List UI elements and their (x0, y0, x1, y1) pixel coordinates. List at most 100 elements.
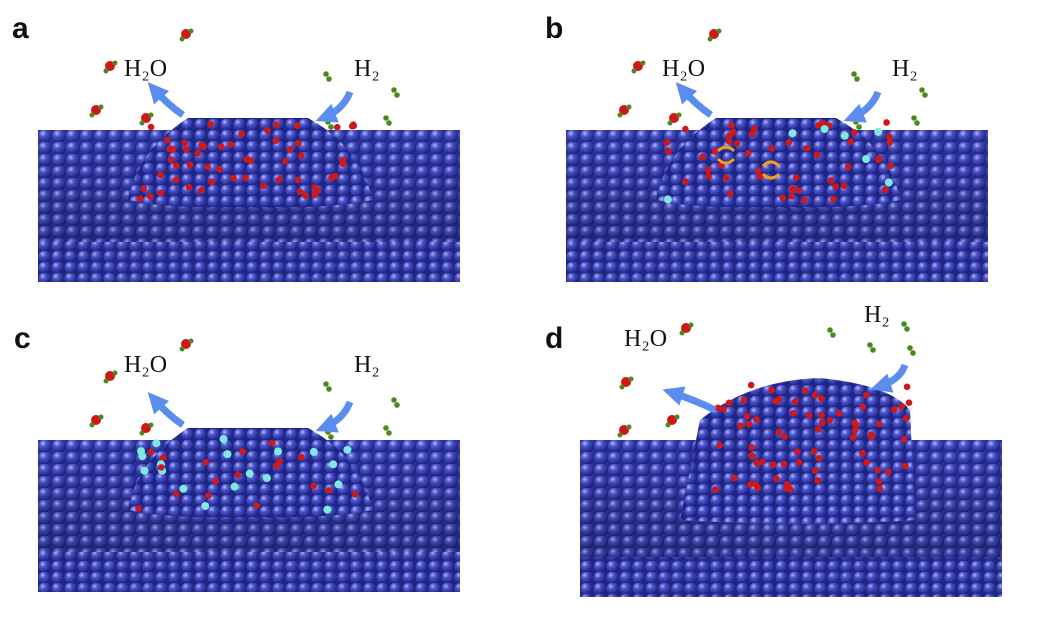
panel-d-label: d (545, 322, 564, 355)
panel-b (566, 28, 988, 282)
hydrogen-atom (856, 124, 862, 130)
arrow-head-icon (315, 103, 339, 123)
panel-d-hydrogen-label: H₂ (864, 302, 890, 328)
oxygen-atom (325, 487, 333, 494)
oxygen-atom (275, 176, 283, 183)
oxygen-atom (328, 174, 335, 181)
oxygen-atom (743, 412, 751, 420)
oxygen-atom (727, 190, 734, 197)
oxygen-atom (903, 383, 911, 391)
hydrogen-molecule (391, 87, 400, 98)
oxygen-atom (711, 148, 719, 155)
hydrogen-atom (383, 425, 389, 431)
oxygen-atom (311, 191, 319, 199)
oxygen-atom (790, 409, 797, 417)
oxygen-atom (847, 138, 855, 145)
panel-b-hydrogen-label: H₂ (892, 56, 918, 82)
oxygen-atom (814, 426, 822, 433)
oxygen-atom (172, 176, 180, 184)
oxygen-atom (172, 162, 180, 169)
oxygen-atom (157, 189, 165, 197)
oxygen-atom (160, 454, 167, 461)
hydrogen-molecule (827, 327, 836, 338)
oxygen-atom (294, 139, 302, 147)
oxygen-atom (204, 163, 212, 171)
exchange-arrow-icon (761, 172, 781, 180)
oxygen-atom (183, 146, 190, 154)
oxygen-atom (859, 403, 867, 411)
hydrogen-molecule (383, 425, 392, 436)
oxygen-atom (157, 171, 165, 179)
oxygen-atom (748, 444, 755, 451)
oxygen-atom (186, 161, 194, 169)
slab-bottom-layers (38, 552, 460, 592)
oxygen-atom (737, 422, 744, 430)
hydrogen-atom (716, 28, 722, 34)
water-molecule (707, 28, 722, 42)
oxygen-atom (164, 136, 171, 144)
oxygen-atom (247, 157, 255, 164)
oxygen-atom (716, 442, 723, 449)
water-molecule (89, 414, 104, 428)
oxygen-vacancy (179, 484, 188, 493)
oxygen-atom (832, 183, 840, 190)
oxygen-atom (352, 490, 359, 498)
panel-c (38, 338, 460, 592)
oxygen-atom (141, 113, 151, 123)
oxygen-atom (105, 61, 115, 71)
hydrogen-molecule (323, 381, 332, 392)
oxygen-atom (875, 156, 882, 164)
hydrogen-atom (674, 414, 680, 420)
hydrogen-atom (665, 422, 671, 428)
oxygen-vacancy (862, 155, 871, 164)
exchange-arrow-icon (761, 160, 781, 168)
oxygen-atom (204, 492, 212, 500)
water-molecule (667, 112, 682, 126)
hydrogen-atom (867, 342, 873, 348)
oxygen-atom (619, 425, 629, 435)
oxygen-atom (875, 420, 883, 428)
oxygen-atom (297, 152, 305, 159)
oxygen-atom (795, 459, 803, 466)
oxygen-atom (875, 478, 883, 485)
hydrogen-atom (323, 381, 329, 387)
water-molecule (679, 322, 694, 336)
exchange-arrow-icon (716, 157, 736, 165)
oxygen-atom (772, 475, 780, 483)
oxygen-atom (818, 411, 825, 419)
oxygen-atom (185, 183, 193, 191)
hydrogen-atom (904, 326, 910, 332)
hydrogen-atom (139, 120, 145, 126)
arrow-head-icon (843, 103, 867, 123)
water-molecule (631, 60, 646, 74)
hydrogen-atom (188, 28, 194, 34)
hydrogen-atom (391, 87, 397, 93)
hydrogen-atom (914, 120, 920, 126)
oxygen-atom (147, 193, 154, 200)
oxygen-atom (747, 381, 755, 389)
oxygen-atom (669, 113, 679, 123)
oxygen-atom (333, 123, 341, 131)
oxygen-vacancy (874, 127, 883, 136)
hydrogen-atom (326, 76, 332, 82)
hydrogen-atom (640, 60, 646, 66)
oxygen-atom (886, 133, 893, 141)
arrow-head-icon (315, 413, 339, 433)
oxygen-atom (725, 399, 733, 407)
hydrogen-atom (179, 346, 185, 352)
hydrogen-atom (830, 332, 836, 338)
oxygen-atom (728, 122, 735, 129)
hydrogen-molecule (867, 342, 876, 353)
oxygen-atom (682, 125, 689, 133)
oxygen-vacancy (245, 469, 254, 478)
oxygen-atom (744, 149, 752, 157)
oxygen-vacancy (274, 447, 283, 456)
hydrogen-atom (148, 112, 154, 118)
oxygen-atom (216, 165, 223, 173)
oxygen-atom (862, 391, 870, 399)
oxygen-atom (217, 143, 225, 150)
hydrogen-atom (148, 422, 154, 428)
hydrogen-molecule (851, 71, 860, 82)
oxygen-atom (845, 163, 852, 171)
